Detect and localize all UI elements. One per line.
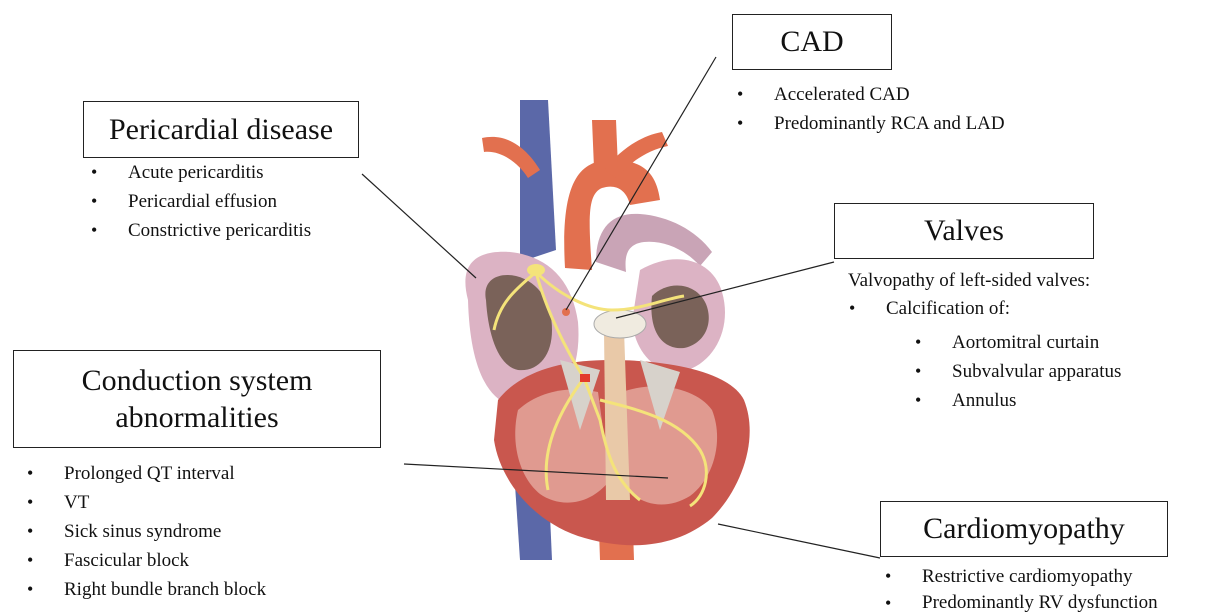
conduction-title-box: Conduction system abnormalities <box>13 350 381 448</box>
av-node-marker <box>580 374 590 382</box>
list-item: Aortomitral curtain <box>952 328 1121 357</box>
list-item: Sick sinus syndrome <box>64 517 266 546</box>
valves-level1-list: Calcification of: <box>886 294 1010 323</box>
list-item: Annulus <box>952 386 1121 415</box>
pericardial-list: Acute pericarditis Pericardial effusion … <box>128 158 311 245</box>
list-item: VT <box>64 488 266 517</box>
list-item: Right bundle branch block <box>64 575 266 604</box>
list-item: Acute pericarditis <box>128 158 311 187</box>
cardiomyopathy-list: Restrictive cardiomyopathy Predominantly… <box>922 562 1158 615</box>
list-item: Constrictive pericarditis <box>128 216 311 245</box>
aortic-valve <box>594 310 646 338</box>
superior-vena-cava <box>520 100 556 262</box>
conduction-title-line2: abnormalities <box>115 399 278 437</box>
cad-title-box: CAD <box>732 14 892 70</box>
pericardial-title: Pericardial disease <box>109 111 333 149</box>
valves-title-box: Valves <box>834 203 1094 259</box>
valves-title: Valves <box>924 212 1004 250</box>
list-item: Predominantly RCA and LAD <box>774 109 1005 138</box>
cardiomyopathy-title: Cardiomyopathy <box>923 510 1125 548</box>
aortic-branch-mid <box>592 120 618 168</box>
valves-intro: Valvopathy of left-sided valves: <box>848 266 1090 295</box>
list-item: Pericardial effusion <box>128 187 311 216</box>
list-item: Subvalvular apparatus <box>952 357 1121 386</box>
cardiomyopathy-title-box: Cardiomyopathy <box>880 501 1168 557</box>
valves-level2-list: Aortomitral curtain Subvalvular apparatu… <box>952 328 1121 415</box>
list-item: Prolonged QT interval <box>64 459 266 488</box>
list-item: Restrictive cardiomyopathy <box>922 562 1158 591</box>
list-item: Fascicular block <box>64 546 266 575</box>
list-item: Predominantly RV dysfunction <box>922 591 1158 615</box>
conduction-list: Prolonged QT interval VT Sick sinus synd… <box>64 459 266 604</box>
cad-list: Accelerated CAD Predominantly RCA and LA… <box>774 80 1005 138</box>
list-item: Calcification of: <box>886 294 1010 323</box>
cad-title: CAD <box>780 23 843 61</box>
pericardial-title-box: Pericardial disease <box>83 101 359 158</box>
sinoatrial-node <box>527 264 545 276</box>
conduction-title-line1: Conduction system <box>82 362 313 400</box>
list-item: Accelerated CAD <box>774 80 1005 109</box>
